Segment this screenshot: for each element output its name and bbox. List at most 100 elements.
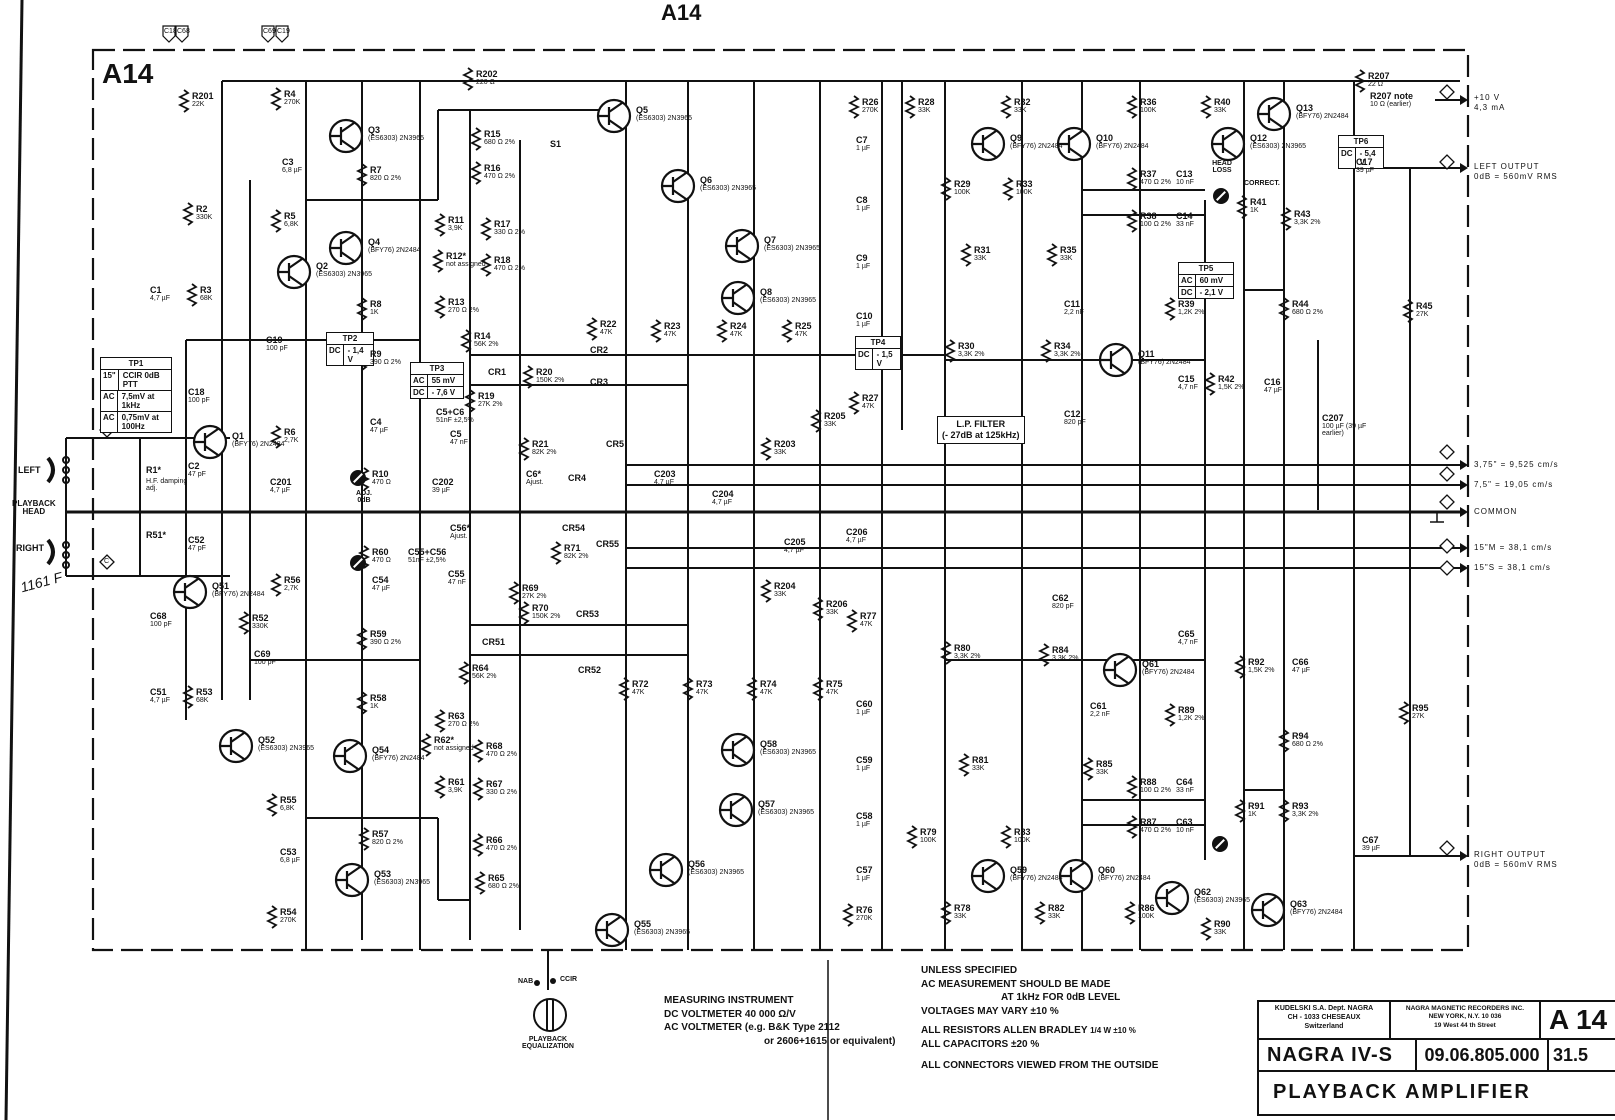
component-value: 47K [664,331,677,338]
head-loss-trimmer[interactable] [1213,188,1229,204]
component-value: 33K [774,591,787,598]
component-value: 470 Ω 2% [486,751,517,758]
transistor-q3 [328,118,364,154]
component-value: 2,7K [284,437,299,444]
component-value: 100K [954,189,971,196]
resistor-r91 [1233,799,1247,823]
component-ref: R9 [370,349,382,359]
component-value: 390 Ω 2% [370,359,401,366]
component-q62: Q62(ES6303) 2N3965 [1194,887,1250,905]
component-value: (ES6303) 2N3965 [758,809,815,816]
component-ref: C55+C56 [408,547,447,557]
resistor-r28 [903,95,917,119]
component-ref: R59 [370,629,387,639]
component-ref: R7 [370,165,382,175]
component-ref: CR53 [576,609,600,619]
component-ref: C11 [1064,299,1081,309]
component-value: 1,2K 2% [1178,715,1205,722]
adj-0db-label: ADJ. 0dB [356,490,372,504]
resistor-r83 [999,825,1013,849]
component-value: (ES6303) 2N3965 [760,297,817,304]
component-ref: R89 [1178,705,1195,715]
component-ref: R74 [760,679,777,689]
component-value: 1K [1248,811,1257,818]
component-ref: R80 [954,643,971,653]
component-ref: C52 [188,535,205,545]
component-ref: C51 [150,687,167,697]
component-value: not assigned [446,261,486,268]
component-value: 4,7 nF [1178,384,1198,391]
component-ref: Q62 [1194,887,1212,897]
resistor-r30 [943,339,957,363]
resistor-r80 [939,641,953,665]
component-ref: R88 [1140,777,1157,787]
component-value: 33K [1214,107,1227,114]
resistor-r203 [759,437,773,461]
component-value: 3,9K [448,787,463,794]
component-value: 39 µF [1356,167,1375,174]
component-value: 270K [862,107,879,114]
resistor-r73 [681,677,695,701]
resistor-r81 [957,753,971,777]
lp-filter-box: L.P. FILTER (- 27dB at 125kHz) [937,416,1025,444]
component-value: 100 pF [266,345,288,352]
resistor-r13 [433,295,447,319]
component-ref: CR51 [482,637,506,647]
component-value: 470 Ω 2% [486,845,517,852]
component-value: (BFY76) 2N2484 [1142,669,1195,676]
component-value: 33K [1096,769,1109,776]
head-loss-right-trimmer[interactable] [1212,836,1228,852]
component-ref: R14 [474,331,491,341]
component-ref: C61 [1090,701,1107,711]
component-ref: Q51 [212,581,230,591]
component-value: 6,8K [284,221,299,228]
resistor-r52 [237,611,251,635]
adj-0db-trimmer[interactable] [350,470,366,486]
component-value: 100K [1140,107,1157,114]
component-ref: C62 [1052,593,1069,603]
component-ref: CR55 [596,539,620,549]
resistor-r95 [1397,701,1411,725]
resistor-r41 [1235,195,1249,219]
company-us: NAGRA MAGNETIC RECORDERS INC.NEW YORK, N… [1391,1002,1541,1038]
adj-0db-right-trimmer[interactable] [350,555,366,571]
component-q63: Q63(BFY76) 2N2484 [1290,900,1343,917]
component-value: 33K [954,913,967,920]
equalization-switch[interactable] [533,998,567,1032]
component-value: 47K [795,331,808,338]
component-ref: R81 [972,755,989,765]
component-q58: Q58(ES6303) 2N3965 [760,740,816,757]
component-value: 470 Ω 2% [1140,179,1171,186]
component-value: 33K [774,449,787,456]
component-ref: R94 [1292,731,1309,741]
resistor-r14 [459,329,473,353]
component-ref: R87 [1140,817,1157,827]
transistor-q58 [720,732,756,768]
component-ref: R38 [1140,211,1157,221]
component-ref: R79 [920,827,937,837]
component-ref: R62* [434,735,455,745]
component-ref: S1 [550,139,562,149]
component-value: 51nF ±2,5% [408,557,446,564]
component-ref: C2 [188,461,200,471]
component-ref: R30 [958,341,975,351]
right-head-label: RIGHT [16,543,44,553]
